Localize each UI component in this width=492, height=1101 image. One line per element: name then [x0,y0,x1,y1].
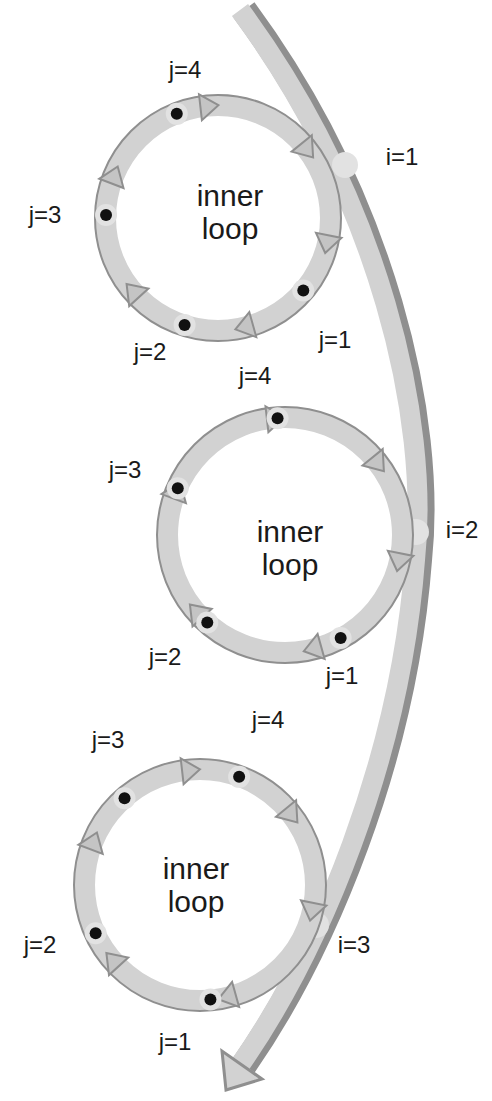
ring-arrowhead [301,900,326,920]
inner-loop-ring: inner loop [82,82,354,354]
iteration-label: j=2 [134,340,167,364]
ring-arrowhead [316,233,342,253]
ring-arrowhead [106,953,128,975]
ring-arrowhead [181,758,200,784]
iteration-label: i=1 [386,145,419,169]
ring-arrowhead [235,312,256,337]
iteration-dot [90,927,102,939]
iteration-label: j=3 [29,203,62,227]
ring-arrowhead [127,284,149,306]
ring-arrowhead [363,449,384,471]
ring-arrowhead [276,800,297,822]
iteration-dot [172,482,184,494]
loop-title: inner loop [141,852,251,918]
iteration-label: i=3 [338,933,371,957]
iteration-dot [100,209,112,221]
iteration-label: j=1 [326,664,359,688]
loop-title: inner loop [175,179,285,245]
inner-loop-ring: inner loop [61,746,339,1024]
ring-arrowhead [388,551,414,571]
iteration-label: j=4 [252,708,285,732]
ring-arrowhead [218,982,239,1007]
loop-title: inner loop [235,515,345,581]
iteration-dot [335,632,347,644]
iteration-label: j=2 [24,933,57,957]
iteration-dot [272,412,284,424]
iteration-label: j=3 [109,458,142,482]
iteration-dot [204,994,216,1006]
ring-arrowhead [199,94,218,120]
iteration-dot [233,771,245,783]
iteration-dot [297,285,309,297]
ring-arrowhead [78,833,102,854]
iteration-dot [201,616,213,628]
iteration-label: j=4 [169,58,202,82]
ring-arrowhead [304,634,325,659]
inner-loop-ring: inner loop [144,394,426,676]
iteration-label: i=2 [446,518,479,542]
iteration-dot [119,792,131,804]
iteration-dot [171,108,183,120]
iteration-label: j=3 [92,728,125,752]
iteration-label: j=2 [149,645,182,669]
ring-arrowhead [292,135,314,157]
iteration-label: j=4 [239,364,272,388]
ring-arrowhead [99,167,123,189]
iteration-label: j=1 [319,328,352,352]
iteration-label: j=1 [159,1030,192,1054]
iteration-dot [179,319,191,331]
